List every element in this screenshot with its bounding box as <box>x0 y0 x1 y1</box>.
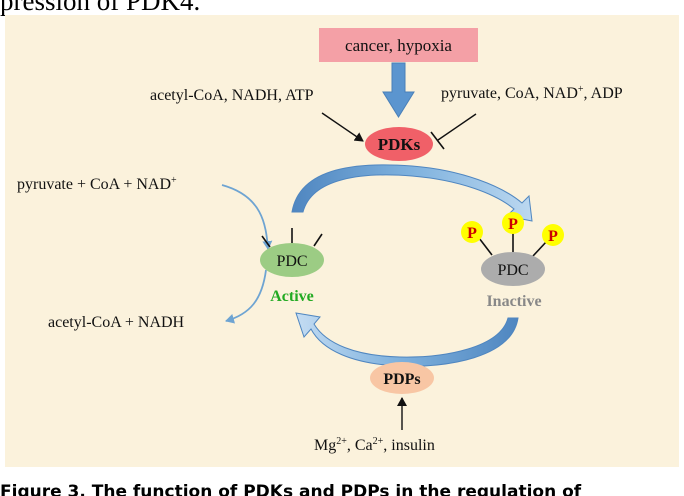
pdks-node <box>365 127 433 161</box>
pdps-activators-label: Mg2+, Ca2+, insulin <box>314 436 435 455</box>
substrate-arrow <box>221 184 273 250</box>
substrates-label: pyruvate + CoA + NAD+ <box>17 175 177 194</box>
phosphorylation-arrow <box>291 164 533 222</box>
kinase-inhibitors-label: pyruvate, CoA, NAD+, ADP <box>441 84 623 103</box>
pdc-inactive-node <box>481 252 545 286</box>
stimulus-arrow <box>382 62 415 118</box>
active-state-label: Active <box>270 288 314 305</box>
pdps-node <box>370 362 434 394</box>
product-arrow <box>225 269 267 324</box>
inhibitor-line <box>437 113 477 141</box>
diagram-panel <box>5 15 679 467</box>
products-label: acetyl-CoA + NADH <box>48 314 185 331</box>
dephosphorylation-arrow <box>295 312 519 367</box>
pdks-label: PDKs <box>378 135 421 154</box>
figure-caption-fragment: Figure 3. The function of PDKs and PDPs … <box>0 482 582 496</box>
phosphate-2-label: P <box>508 216 518 233</box>
inhibitor-bar <box>430 131 445 150</box>
kinase-activators-label: acetyl-CoA, NADH, ATP <box>150 87 314 104</box>
phosphate-3 <box>542 224 564 246</box>
phosphate-1-label: P <box>467 225 477 242</box>
inactive-tick-1 <box>478 237 493 256</box>
stimulus-label: cancer, hypoxia <box>345 36 452 55</box>
pdc-inactive-label: PDC <box>497 262 528 279</box>
phosphate-2 <box>502 212 524 234</box>
inactive-tick-3 <box>532 240 548 257</box>
pdps-label: PDPs <box>383 371 420 388</box>
pdc-active-label: PDC <box>276 253 307 270</box>
activator-arrow <box>321 112 364 142</box>
pdc-active-node <box>260 243 324 277</box>
header-fragment: pression of PDK4. <box>0 0 201 16</box>
active-tick-1 <box>261 235 271 248</box>
active-tick-3 <box>313 233 323 247</box>
phosphate-1 <box>461 221 483 243</box>
stimulus-box <box>319 28 478 62</box>
inactive-state-label: Inactive <box>486 293 541 310</box>
phosphate-3-label: P <box>548 228 558 245</box>
